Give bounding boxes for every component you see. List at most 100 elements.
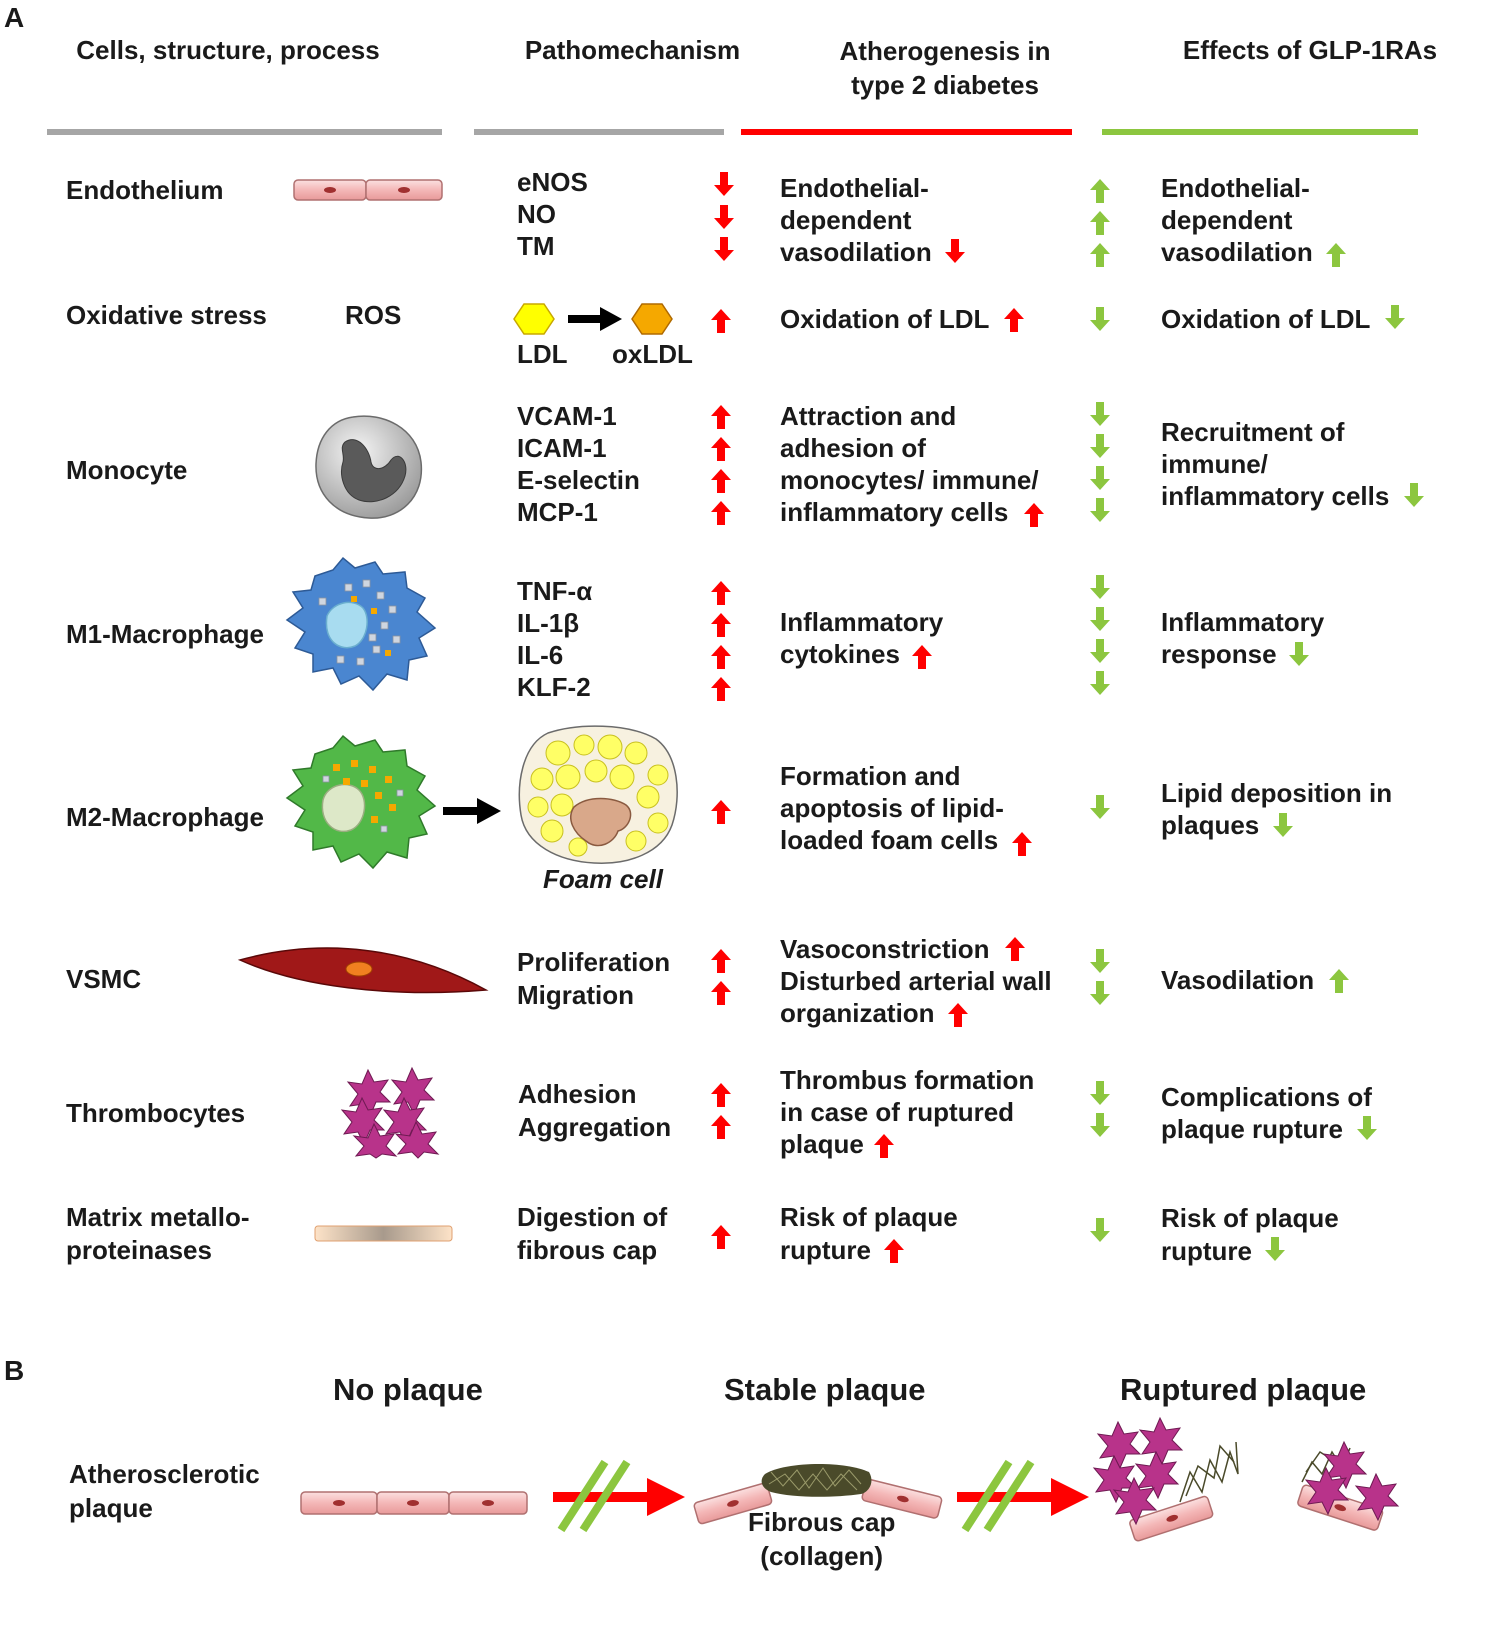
row-thrombocytes-glp: Complications of plaque rupture bbox=[1161, 1082, 1372, 1144]
arrow-down-icon bbox=[1264, 1236, 1286, 1262]
monocyte-image bbox=[315, 415, 423, 519]
row-mmp-glp: Risk of plaque rupture bbox=[1161, 1203, 1339, 1266]
foam-cell-label: Foam cell bbox=[543, 864, 663, 894]
arrow-up-icon bbox=[710, 500, 732, 526]
arrow-down-icon bbox=[1089, 948, 1111, 974]
arrow-down-icon bbox=[1089, 670, 1111, 696]
header-pathomechanism: Pathomechanism bbox=[524, 35, 741, 65]
arrow-down-icon bbox=[1089, 1217, 1111, 1243]
row-mmp-label: Matrix metallo- proteinases bbox=[66, 1202, 250, 1265]
arrow-up-icon bbox=[710, 1114, 732, 1140]
arrow-up-icon bbox=[710, 980, 732, 1006]
header-cells: Cells, structure, process bbox=[76, 35, 380, 65]
header-line-green bbox=[1102, 129, 1418, 135]
row-vsmc-athero-1: Vasoconstriction bbox=[780, 934, 990, 964]
row-vsmc-athero-2: Disturbed arterial wall organization bbox=[780, 966, 1052, 1028]
arrow-up-icon bbox=[1325, 242, 1347, 268]
fibrous-cap-band-image bbox=[314, 1225, 453, 1242]
thrombocytes-image bbox=[340, 1066, 440, 1159]
blocked-arrow-icon bbox=[957, 1459, 1089, 1533]
row-monocyte-label: Monocyte bbox=[66, 455, 188, 485]
atherosclerotic-plaque-label: Atherosclerotic plaque bbox=[69, 1459, 260, 1523]
row-thrombocytes-athero: Thrombus formation in case of ruptured p… bbox=[780, 1065, 1035, 1159]
row-mmp-mech: Digestion of fibrous cap bbox=[517, 1202, 668, 1265]
vsmc-cell-image bbox=[237, 947, 489, 994]
arrow-up-icon bbox=[883, 1238, 905, 1264]
row-m1-glp: Inflammatory response bbox=[1161, 607, 1325, 669]
row-endothelium-mech: eNOS NO TM bbox=[517, 167, 588, 261]
row-vsmc-glp: Vasodilation bbox=[1161, 965, 1315, 995]
row-m2-label: M2-Macrophage bbox=[66, 802, 264, 832]
row-m2-glp: Lipid deposition in plaques bbox=[1161, 778, 1393, 840]
arrow-down-icon bbox=[713, 204, 735, 230]
stage-stable-plaque: Stable plaque bbox=[724, 1372, 926, 1407]
oxldl-hexagon-icon bbox=[631, 303, 673, 335]
ldl-oxidation-image bbox=[513, 303, 673, 335]
row-thrombocytes-mech: Adhesion Aggregation bbox=[518, 1079, 672, 1142]
arrow-up-icon bbox=[1328, 968, 1350, 994]
arrow-down-icon bbox=[1089, 1080, 1111, 1106]
row-monocyte-athero: Attraction and adhesion of monocytes/ im… bbox=[780, 401, 1039, 527]
arrow-up-icon bbox=[710, 580, 732, 606]
ros-label: ROS bbox=[345, 300, 402, 330]
row-m1-athero: Inflammatory cytokines bbox=[780, 607, 944, 669]
arrow-down-icon bbox=[1089, 433, 1111, 459]
arrow-down-icon bbox=[1272, 812, 1294, 838]
ruptured-plaque-image bbox=[1092, 1416, 1400, 1542]
arrow-up-icon bbox=[1089, 210, 1111, 236]
arrow-down-icon bbox=[1089, 794, 1111, 820]
arrow-down-icon bbox=[1356, 1115, 1378, 1141]
arrow-up-icon bbox=[873, 1133, 895, 1159]
arrow-up-icon bbox=[710, 948, 732, 974]
row-vsmc-label: VSMC bbox=[66, 964, 142, 994]
row-oxidative-glp: Oxidation of LDL bbox=[1161, 304, 1371, 334]
arrow-up-icon bbox=[710, 404, 732, 430]
row-m2-athero: Formation and apoptosis of lipid- loaded… bbox=[780, 761, 1004, 855]
arrow-up-icon bbox=[710, 612, 732, 638]
row-oxidative-athero: Oxidation of LDL bbox=[780, 304, 990, 334]
arrow-up-icon bbox=[710, 644, 732, 670]
arrow-up-icon bbox=[1089, 242, 1111, 268]
header-line-grey-1 bbox=[47, 129, 442, 135]
arrow-down-icon bbox=[1089, 606, 1111, 632]
arrow-down-icon bbox=[713, 171, 735, 197]
arrow-down-icon bbox=[1288, 641, 1310, 667]
panel-label-a: A bbox=[4, 2, 25, 33]
row-thrombocytes-label: Thrombocytes bbox=[66, 1098, 246, 1128]
arrow-down-icon bbox=[1384, 304, 1406, 330]
arrow-down-icon bbox=[1089, 574, 1111, 600]
arrow-up-icon bbox=[710, 468, 732, 494]
oxldl-label: oxLDL bbox=[612, 339, 693, 369]
arrow-up-icon bbox=[947, 1002, 969, 1028]
arrow-up-icon bbox=[1089, 178, 1111, 204]
arrow-down-icon bbox=[1089, 1112, 1111, 1138]
row-endothelium-athero: Endothelial- dependent vasodilation bbox=[780, 173, 932, 267]
arrow-down-icon bbox=[713, 236, 735, 262]
panel-label-b: B bbox=[4, 1355, 25, 1386]
arrow-down-icon bbox=[944, 238, 966, 264]
row-oxidative-label: Oxidative stress bbox=[66, 300, 267, 330]
row-m1-mech: TNF-α IL-1β IL-6 KLF-2 bbox=[517, 576, 593, 702]
stage-ruptured-plaque: Ruptured plaque bbox=[1120, 1372, 1367, 1407]
arrow-up-icon bbox=[1023, 502, 1045, 528]
row-m1-label: M1-Macrophage bbox=[66, 619, 264, 649]
no-plaque-endothelium-image bbox=[300, 1491, 528, 1515]
m2-macrophage-image bbox=[285, 734, 437, 870]
arrow-up-icon bbox=[1004, 936, 1026, 962]
row-monocyte-mech: VCAM-1 ICAM-1 E-selectin MCP-1 bbox=[517, 401, 640, 527]
arrow-up-icon bbox=[710, 799, 732, 825]
row-monocyte-glp: Recruitment of immune/ inflammatory cell… bbox=[1161, 417, 1390, 511]
foam-cell-image bbox=[518, 725, 678, 864]
endothelium-cells-image bbox=[293, 179, 443, 201]
header-line-grey-2 bbox=[474, 129, 724, 135]
arrow-up-icon bbox=[1003, 307, 1025, 333]
arrow-up-icon bbox=[710, 1224, 732, 1250]
fibrous-cap-label: Fibrous cap (collagen) bbox=[748, 1507, 896, 1571]
arrow-up-icon bbox=[710, 676, 732, 702]
row-mmp-athero: Risk of plaque rupture bbox=[780, 1202, 958, 1265]
header-glp1: Effects of GLP-1RAs bbox=[1182, 35, 1438, 65]
arrow-right-icon bbox=[443, 798, 501, 824]
blocked-arrow-icon bbox=[553, 1459, 685, 1533]
row-endothelium-label: Endothelium bbox=[66, 175, 224, 205]
arrow-up-icon bbox=[1011, 831, 1033, 857]
